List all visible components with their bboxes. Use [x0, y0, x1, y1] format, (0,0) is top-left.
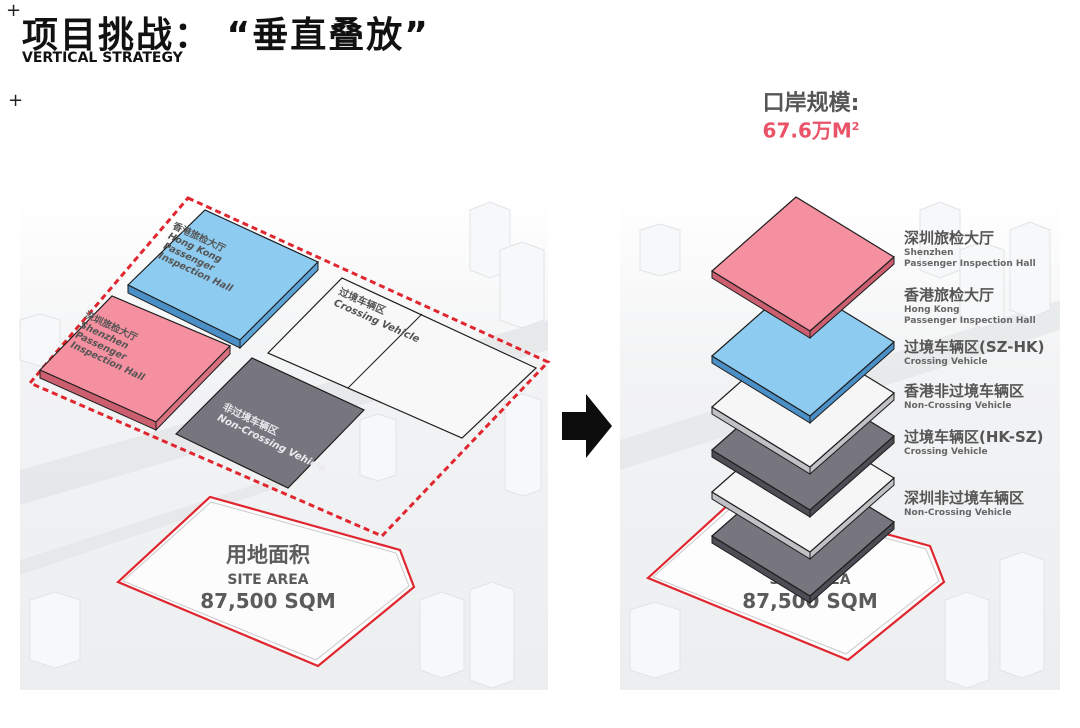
stack-label-en-3: Crossing Vehicle [904, 357, 988, 367]
vertical-stack [710, 196, 896, 605]
right-background-buildings [629, 201, 1051, 689]
port-scale-number: 67.6万M [762, 118, 852, 143]
stack-label-cn-2: 香港旅检大厅 [904, 286, 994, 304]
sz-hall-block [38, 295, 232, 432]
port-scale-caption: 口岸规模: 67.6万M2 [716, 92, 906, 142]
right-site-area-inner [652, 498, 940, 655]
left-road-2 [20, 470, 300, 575]
transform-arrow-icon [562, 394, 612, 458]
left-site-area-outline [115, 495, 416, 668]
left-site-area-cn: 用地面积 [226, 543, 310, 567]
stack-label-cn-5: 过境车辆区(HK-SZ) [904, 428, 1044, 446]
stack-label-en-6: Non-Crossing Vehicle [904, 508, 1011, 518]
stack-label-en2-2: Passenger Inspection Hall [904, 316, 1036, 326]
stack-label-cn-1: 深圳旅检大厅 [904, 229, 994, 247]
non-crossing-vehicle-block [174, 357, 366, 489]
stack-label-en-4: Non-Crossing Vehicle [904, 401, 1011, 411]
stack-label-cn-4: 香港非过境车辆区 [904, 382, 1024, 400]
hk-hall-block [126, 209, 320, 350]
port-scale-value: 67.6万M2 [716, 116, 906, 142]
left-site-area-inner [122, 501, 410, 661]
stack-label-en2-1: Passenger Inspection Hall [904, 259, 1036, 269]
stacking-boundary-dashed [27, 196, 551, 538]
stack-label-en-2: Hong Kong [904, 305, 960, 315]
margin-plus-mark: + [8, 90, 24, 111]
stack-label-en-1: Shenzhen [904, 248, 954, 258]
left-site-area-value: 87,500 SQM [200, 589, 335, 613]
stack-label-cn-6: 深圳非过境车辆区 [904, 489, 1024, 507]
crossing-vehicle-block [266, 277, 538, 439]
page-subtitle: VERTICAL STRATEGY [22, 50, 183, 66]
stack-label-cn-3: 过境车辆区(SZ-HK) [904, 338, 1045, 356]
page-title: 项目挑战： “垂直叠放” [22, 15, 430, 56]
left-site-area-en: SITE AREA [227, 572, 308, 588]
port-scale-label: 口岸规模: [762, 91, 860, 116]
stack-layer-1 [710, 196, 896, 332]
corner-plus-mark: + [6, 0, 22, 21]
stack-label-en-5: Crossing Vehicle [904, 447, 988, 457]
left-background-buildings [19, 201, 545, 689]
port-scale-superscript: 2 [851, 120, 860, 133]
